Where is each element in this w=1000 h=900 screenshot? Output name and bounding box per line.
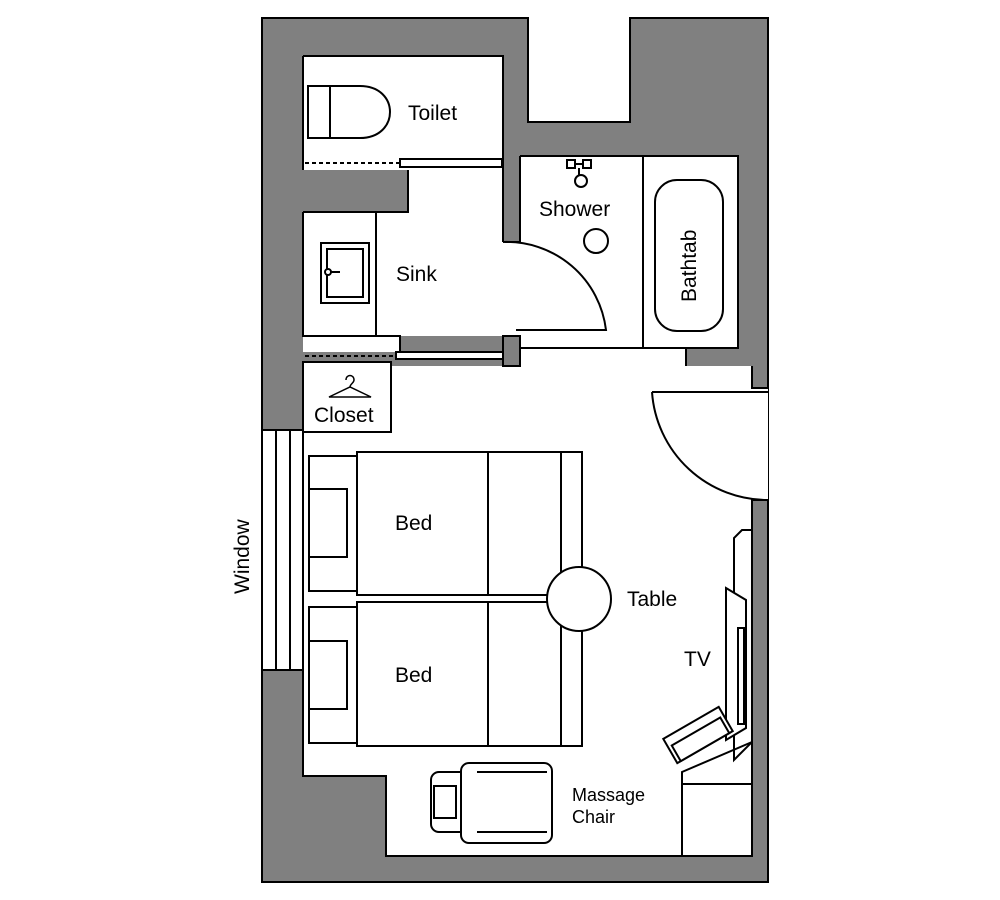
table[interactable]: Table	[546, 566, 677, 632]
tv-unit[interactable]: TV	[681, 529, 753, 856]
tv-label: TV	[684, 648, 711, 671]
shower-fixture[interactable]: Shower	[539, 159, 610, 254]
bed-1[interactable]: Bed	[308, 451, 583, 596]
closet[interactable]: Closet	[302, 361, 392, 433]
door-frame-block	[502, 335, 521, 367]
sliding-door-sink[interactable]	[305, 351, 504, 360]
entrance-door[interactable]	[651, 391, 769, 502]
massage-chair-label-line1: Massage	[572, 785, 645, 805]
window-label: Window	[231, 518, 254, 594]
bathtub-fixture[interactable]: Bathtab	[642, 157, 724, 348]
massage-chair-label-line2: Chair	[572, 807, 615, 827]
sink-label: Sink	[396, 263, 437, 286]
window: Window	[231, 429, 304, 671]
table-label: Table	[627, 588, 677, 611]
toilet-label: Toilet	[408, 102, 457, 125]
bed-1-label: Bed	[395, 512, 432, 535]
bed-2-label: Bed	[395, 664, 432, 687]
sink-fixture[interactable]: Sink	[320, 212, 437, 336]
toilet-fixture[interactable]: Toilet	[305, 85, 503, 168]
bathroom-door[interactable]	[502, 240, 608, 331]
massage-chair[interactable]: Massage Chair	[430, 762, 645, 844]
shower-label: Shower	[539, 198, 610, 221]
closet-label: Closet	[314, 404, 374, 427]
bed-2[interactable]: Bed	[308, 601, 583, 747]
armchair[interactable]	[661, 705, 735, 765]
bathtub-label: Bathtab	[678, 230, 701, 302]
